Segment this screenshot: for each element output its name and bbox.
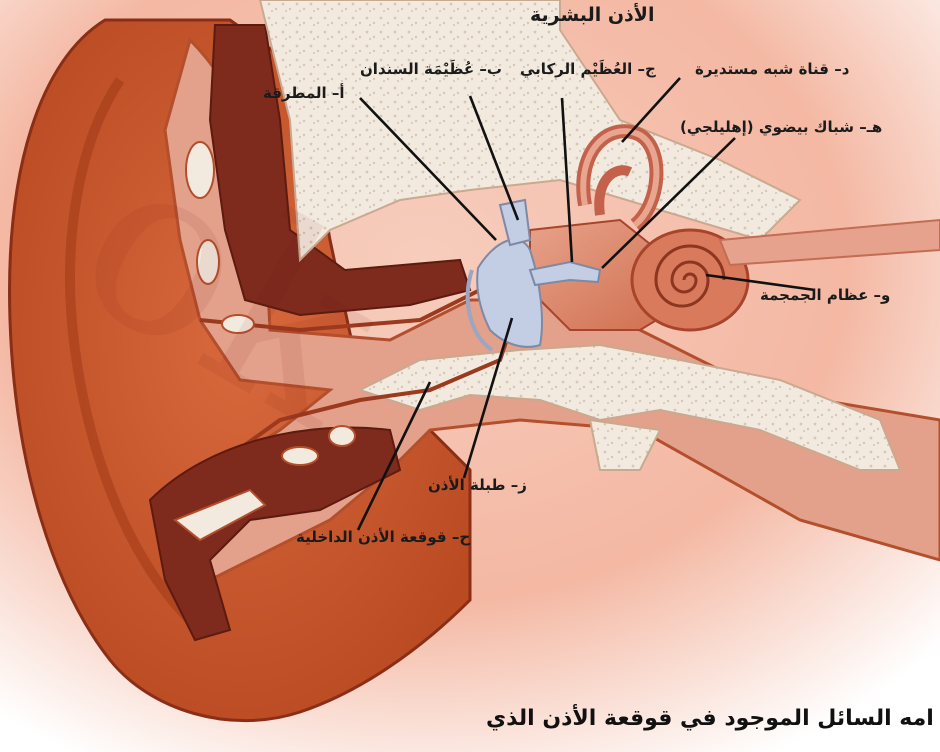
label-incus: ب– عُظَيْمَة السندان bbox=[360, 60, 502, 78]
label-malleus: أ– المطرقة bbox=[263, 84, 345, 102]
diagram-title: الأذن البشرية bbox=[530, 4, 654, 26]
caption-text: امه السائل الموجود في قوقعة الأذن الذي bbox=[486, 706, 934, 731]
label-cochlea: ح– قوقعة الأذن الداخلية bbox=[296, 528, 470, 546]
label-skull-bones: و– عظام الجمجمة bbox=[760, 286, 890, 304]
label-semicircular-canal: د– قناة شبه مستديرة bbox=[695, 60, 849, 78]
bone-pocket bbox=[329, 426, 355, 446]
label-stapes: ج– العُظَيْم الركابي bbox=[520, 60, 656, 78]
label-oval-window: هـ– شباك بيضوي (إهليلجي) bbox=[680, 118, 882, 136]
label-eardrum: ز– طبلة الأذن bbox=[428, 476, 527, 494]
